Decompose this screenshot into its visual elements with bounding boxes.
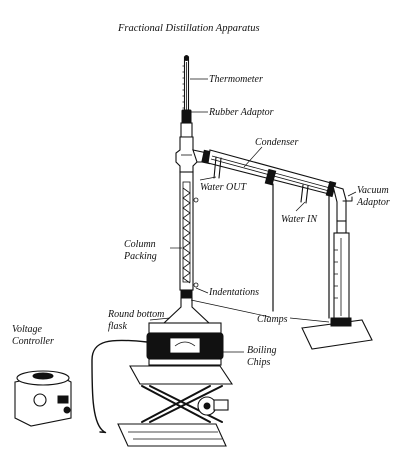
- label-round-bottom-flask-line1: Round bottom: [107, 309, 164, 320]
- label-clamps: Clamps: [257, 314, 288, 325]
- label-boiling-chips-line1: Boiling: [247, 345, 276, 356]
- label-indentations: Indentations: [208, 287, 259, 298]
- heating-mantle: [146, 322, 224, 366]
- label-round-bottom-flask-line2: flask: [108, 321, 127, 332]
- fractionating-column: [179, 171, 199, 299]
- label-voltage-controller-line2: Controller: [12, 336, 54, 347]
- diagram-title: Fractional Distillation Apparatus: [117, 23, 260, 34]
- voltage-controller: [14, 370, 72, 427]
- rubber-adaptor: [180, 109, 193, 138]
- label-vacuum-adaptor-line1: Vacuum: [357, 185, 389, 196]
- lab-jack: [117, 365, 234, 447]
- label-column-packing-line2: Packing: [123, 251, 157, 262]
- vacuum-adaptor: [332, 185, 353, 234]
- label-thermometer: Thermometer: [209, 74, 263, 85]
- label-water-in: Water IN: [281, 214, 318, 225]
- condenser: [192, 149, 337, 204]
- label-condenser: Condenser: [255, 137, 298, 148]
- label-voltage-controller-line1: Voltage: [12, 324, 43, 335]
- leader-lines: [149, 78, 357, 353]
- distillation-head: [175, 136, 198, 173]
- support-rods: [272, 183, 330, 319]
- label-boiling-chips-line2: Chips: [247, 357, 270, 368]
- label-water-out: Water OUT: [200, 182, 247, 193]
- label-column-packing-line1: Column: [124, 239, 156, 250]
- receiver-stand: [301, 232, 373, 350]
- label-rubber-adaptor: Rubber Adaptor: [208, 107, 274, 118]
- power-cord: [91, 339, 148, 434]
- round-bottom-flask: [161, 297, 212, 325]
- label-vacuum-adaptor-line2: Adaptor: [356, 197, 390, 208]
